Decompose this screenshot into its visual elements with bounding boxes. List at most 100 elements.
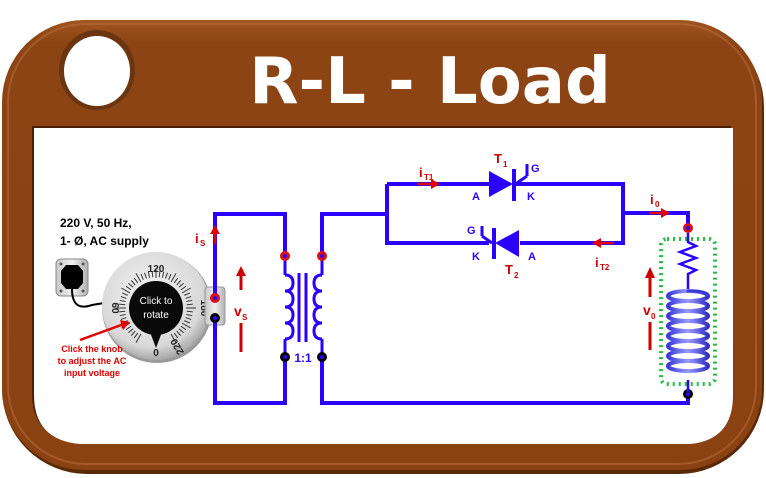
knob-tick [130, 330, 136, 336]
knob-tick [119, 303, 126, 306]
knob-tick [125, 325, 132, 331]
i-t2-label: i T2 [592, 238, 614, 272]
thyristor-t1: T 1 G A K [472, 151, 540, 203]
knob-tick [186, 313, 193, 317]
svg-text:0: 0 [655, 200, 660, 209]
knob-tick [184, 292, 191, 296]
svg-text:S: S [242, 313, 248, 322]
svg-text:i: i [419, 165, 423, 180]
i-0-label: i 0 [649, 192, 670, 218]
svg-text:Click the knob: Click the knob [61, 344, 123, 354]
power-socket-icon [55, 258, 111, 308]
svg-text:0: 0 [651, 312, 656, 321]
transformer [283, 258, 324, 354]
knob-tick [147, 271, 151, 278]
knob-tick [119, 313, 126, 317]
svg-text:v: v [234, 303, 242, 319]
transformer-ratio: 1:1 [294, 351, 312, 365]
svg-text:G: G [467, 225, 476, 237]
knob-scale-120: 120 [148, 264, 165, 275]
knob-dial[interactable] [129, 281, 183, 335]
knob-scale-180: 180 [198, 300, 209, 317]
knob-label-line2: rotate [143, 310, 169, 321]
svg-text:i: i [650, 192, 654, 207]
svg-text:T: T [494, 151, 502, 166]
knob-hint: Click the knob to adjust the AC input vo… [58, 320, 130, 378]
svg-text:K: K [472, 251, 480, 263]
knob-tick [121, 292, 128, 296]
knob-tick [173, 277, 179, 284]
knob-tick [151, 271, 154, 278]
i-s-label: i S [195, 225, 220, 248]
knob-tick [161, 271, 165, 278]
svg-text:input voltage: input voltage [64, 368, 120, 378]
knob-tick [119, 310, 126, 313]
knob-tick [165, 272, 168, 279]
svg-text:1: 1 [503, 160, 508, 169]
svg-text:T1: T1 [424, 173, 434, 182]
knob-tick [119, 299, 126, 303]
knob-scale-60: 60 [109, 302, 120, 314]
rl-load [659, 233, 717, 392]
knob-tick [133, 332, 139, 339]
svg-text:S: S [200, 239, 206, 248]
knob-tick [120, 296, 127, 299]
frame [2, 20, 764, 474]
svg-text:A: A [528, 251, 536, 263]
svg-text:2: 2 [514, 271, 519, 280]
svg-text:i: i [595, 255, 599, 270]
knob-tick [184, 320, 191, 324]
voltage-knob[interactable]: Click to rotate 0 60 120 180 220 [102, 252, 212, 363]
knob-tick [135, 333, 142, 343]
knob-tick [181, 322, 191, 329]
knob-tick [180, 325, 187, 331]
knob-tick [170, 273, 177, 283]
knob-tick [168, 273, 172, 280]
knob-tick [125, 285, 132, 291]
knob-tick [121, 287, 131, 294]
supply-label-line1: 220 V, 50 Hz, [60, 216, 132, 230]
knob-tick [144, 272, 147, 279]
knob-tick [140, 273, 144, 280]
svg-text:K: K [527, 191, 535, 203]
knob-tick [185, 317, 192, 320]
svg-text:T: T [505, 262, 513, 277]
thyristor-t2: T 2 G K A [467, 225, 536, 280]
knob-scale-ticks [116, 268, 196, 343]
knob-tick [133, 277, 139, 284]
coil-turn [666, 359, 710, 373]
knob-tick [128, 328, 134, 334]
knob-tick [128, 282, 134, 288]
i-t1-label: i T1 [418, 165, 440, 189]
svg-text:i: i [195, 231, 199, 246]
page-title: R-L - Load [249, 45, 611, 119]
svg-text:to adjust the AC: to adjust the AC [58, 356, 127, 366]
v-0-label: v 0 [643, 267, 656, 350]
knob-tick [180, 285, 187, 291]
knob-tick [181, 287, 191, 294]
svg-text:G: G [531, 163, 540, 175]
knob-tick [186, 303, 193, 306]
knob-tick [185, 296, 192, 299]
knob-scale-0: 0 [153, 348, 159, 359]
knob-tick [178, 328, 184, 334]
frame-hole [64, 36, 130, 106]
knob-tick [176, 280, 182, 286]
knob-tick [176, 330, 182, 336]
svg-text:T2: T2 [600, 263, 610, 272]
knob-tick [120, 317, 127, 320]
v-s-label: v S [234, 266, 248, 352]
svg-text:v: v [643, 302, 651, 318]
knob-tick [186, 310, 193, 313]
knob-tick [186, 299, 193, 303]
content-area [34, 128, 733, 444]
knob-tick [130, 280, 136, 286]
knob-label-line1: Click to [140, 296, 173, 307]
resistor [676, 233, 700, 290]
knob-tick [178, 282, 184, 288]
supply-label-line2: 1- Ø, AC supply [60, 234, 149, 248]
knob-tick [158, 271, 161, 278]
knob-tick [170, 333, 177, 343]
inductor-coil [666, 289, 710, 373]
